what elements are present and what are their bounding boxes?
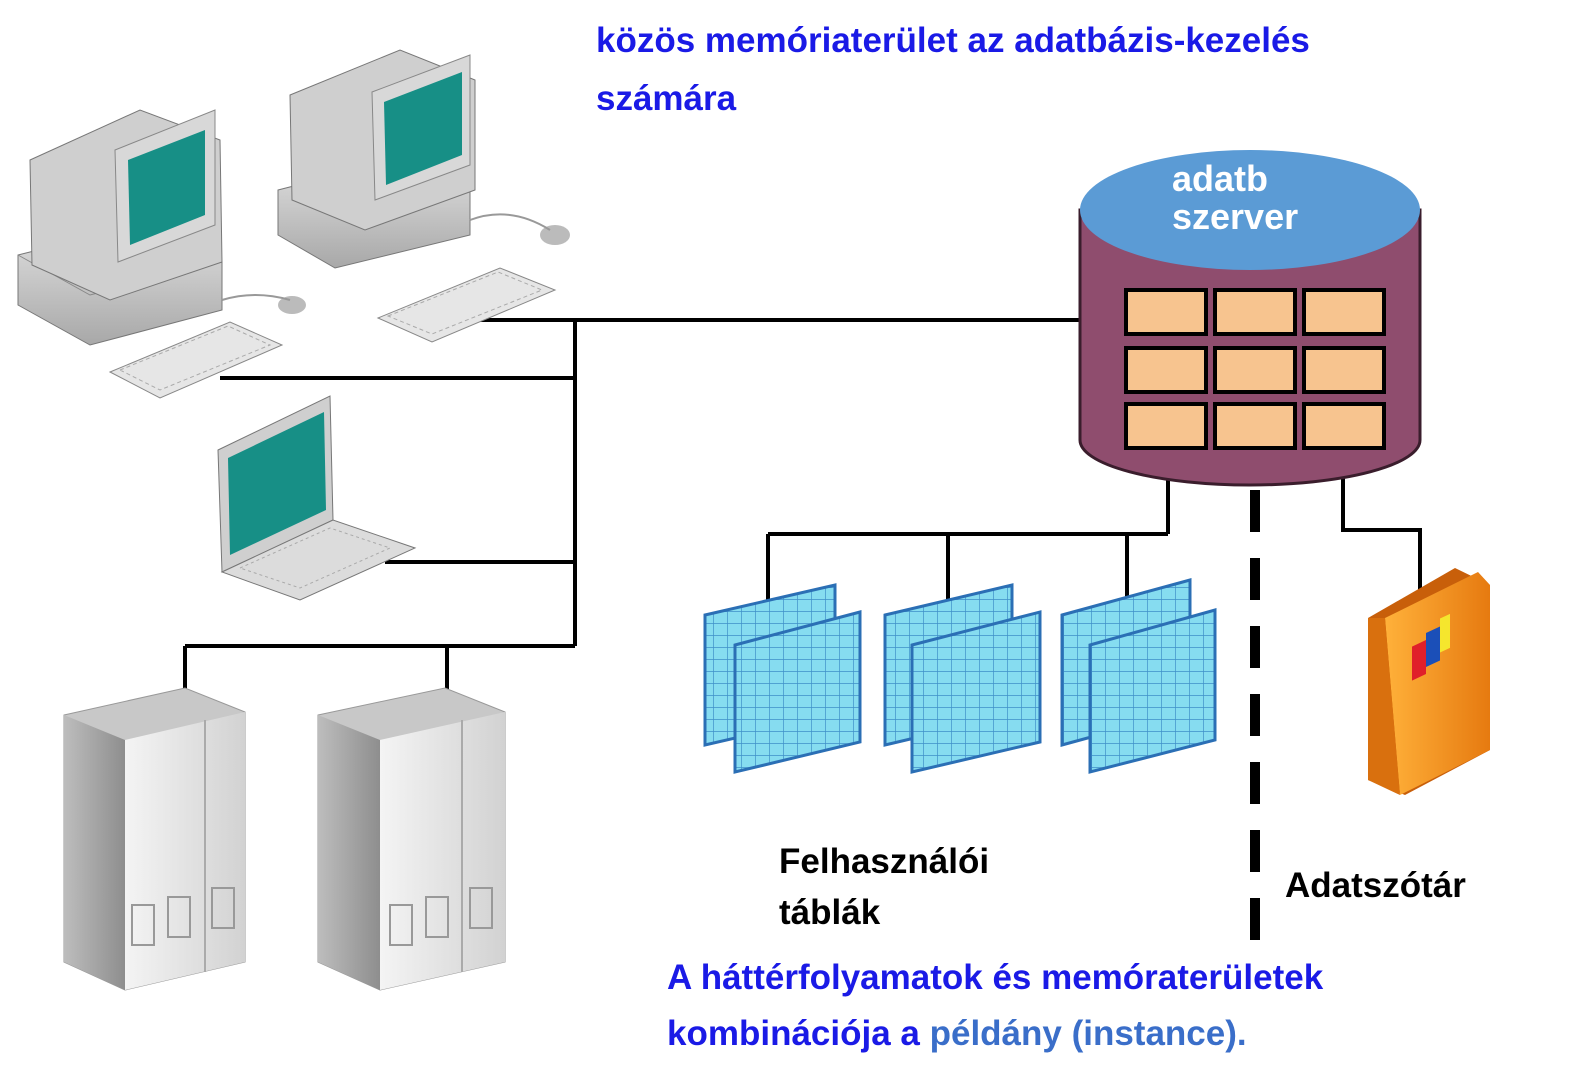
- shared-memory-title: közös memóriaterület az adatbázis-kezelé…: [596, 12, 1310, 128]
- caption-line-2: kombinációja a példány (instance).: [667, 1006, 1323, 1062]
- data-dictionary-label: Adatszótár: [1285, 866, 1466, 905]
- instance-caption: A háttérfolyamatok és memóraterületek ko…: [667, 950, 1323, 1062]
- table-stack-icon: [1060, 578, 1217, 774]
- book-icon: [1368, 568, 1490, 795]
- caption-line-1: A háttérfolyamatok és memóraterületek: [667, 958, 1324, 997]
- server-label: adatb szerver: [1172, 160, 1298, 236]
- database-server-cylinder: [1078, 150, 1422, 487]
- server-label-line-1: adatb: [1172, 158, 1269, 199]
- network-lines: [183, 318, 1422, 690]
- server-cabinet-icon: [63, 687, 246, 991]
- table-stack-icon: [703, 583, 862, 774]
- caption-line-2-prefix: kombinációja a: [667, 1014, 930, 1053]
- title-line-2: számára: [596, 79, 737, 118]
- caption-highlight: példány (instance).: [929, 1014, 1247, 1053]
- memory-blocks: [1124, 288, 1386, 450]
- server-cabinet-icon: [317, 687, 506, 991]
- desktop-computer-icon: [17, 109, 306, 399]
- desktop-computer-icon: [277, 49, 570, 343]
- server-label-line-2: szerver: [1172, 196, 1299, 237]
- user-tables-label-line-1: Felhasználói: [779, 842, 990, 881]
- table-stack-icon: [883, 583, 1042, 774]
- title-line-1: közös memóriaterület az adatbázis-kezelé…: [596, 21, 1310, 60]
- user-tables-label-line-2: táblák: [779, 893, 881, 932]
- user-tables-label: Felhasználói táblák: [779, 836, 989, 938]
- laptop-icon: [217, 395, 417, 601]
